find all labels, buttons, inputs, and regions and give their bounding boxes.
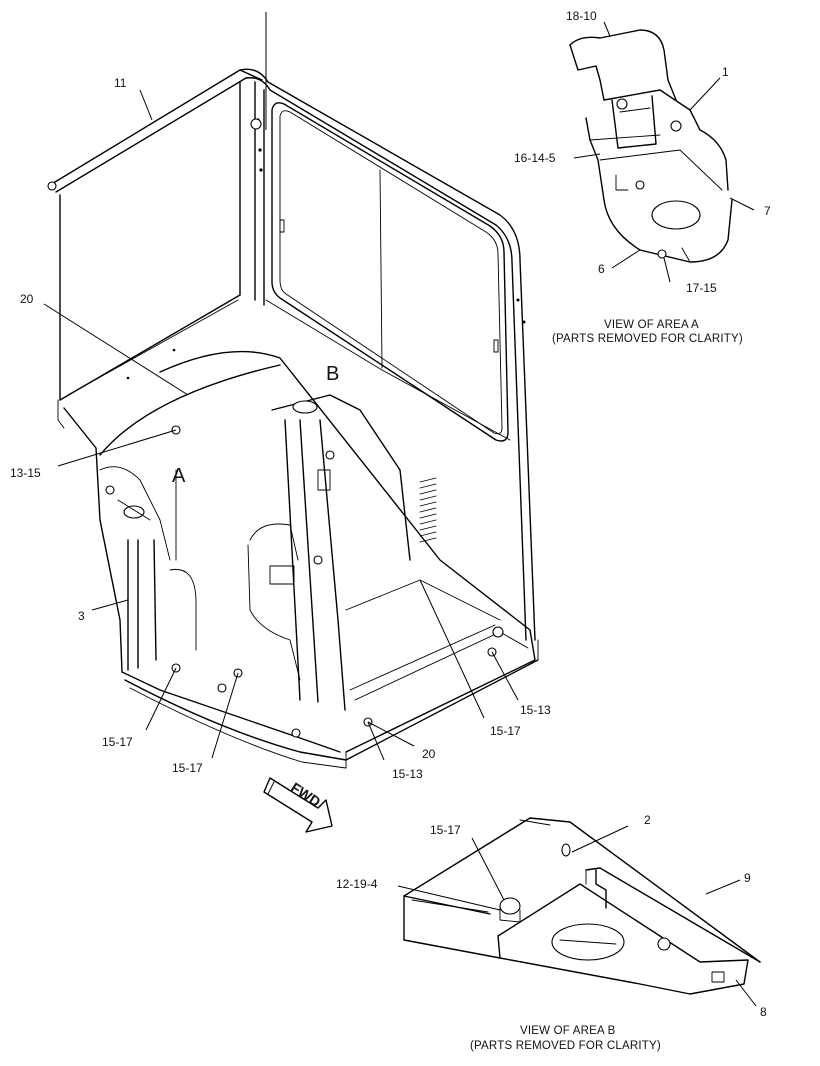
view-a-callout-1: 1: [722, 65, 729, 79]
main-leader-lines: [43, 89, 519, 761]
view-a-callout-7: 7: [764, 204, 771, 218]
view-b-callout-12-19-4: 12-19-4: [336, 877, 378, 891]
area-b-marker: B: [326, 363, 339, 385]
cab-drawing: [47, 12, 539, 769]
view-b-leader-lines: [397, 825, 757, 1007]
callout-3: 3: [78, 609, 85, 623]
view-b-drawing: [403, 817, 761, 995]
grille-louvers: [419, 477, 437, 543]
view-a-leader-lines: [573, 21, 755, 283]
callout-15-13-a: 15-13: [520, 703, 551, 717]
view-a-caption-title: VIEW OF AREA A: [604, 319, 699, 331]
view-b-callout-8: 8: [760, 1005, 767, 1019]
view-b-callout-15-17: 15-17: [430, 823, 461, 837]
view-a-callout-17-15: 17-15: [686, 281, 717, 295]
view-b-caption-note: (PARTS REMOVED FOR CLARITY): [470, 1040, 661, 1052]
callout-15-17-a: 15-17: [102, 735, 133, 749]
view-b-caption-title: VIEW OF AREA B: [520, 1025, 616, 1037]
view-a-callout-18-10: 18-10: [566, 9, 597, 23]
fwd-arrow: FWD: [263, 777, 333, 833]
area-a-marker: A: [172, 465, 186, 487]
callout-15-17-c: 15-17: [490, 724, 521, 738]
view-a-callout-6: 6: [598, 262, 605, 276]
callout-13-15: 13-15: [10, 466, 41, 480]
view-b-callout-2: 2: [644, 813, 651, 827]
view-a-caption-note: (PARTS REMOVED FOR CLARITY): [552, 333, 743, 345]
callout-15-13-b: 15-13: [392, 767, 423, 781]
view-a-callout-16-14-5: 16-14-5: [514, 151, 556, 165]
callout-20-top: 20: [20, 292, 34, 306]
callout-20-bottom: 20: [422, 747, 436, 761]
callout-15-17-b: 15-17: [172, 761, 203, 775]
callout-11: 11: [114, 76, 127, 90]
view-a-drawing: [569, 29, 733, 263]
fwd-label: FWD: [288, 779, 323, 810]
view-b-callout-9: 9: [744, 871, 751, 885]
